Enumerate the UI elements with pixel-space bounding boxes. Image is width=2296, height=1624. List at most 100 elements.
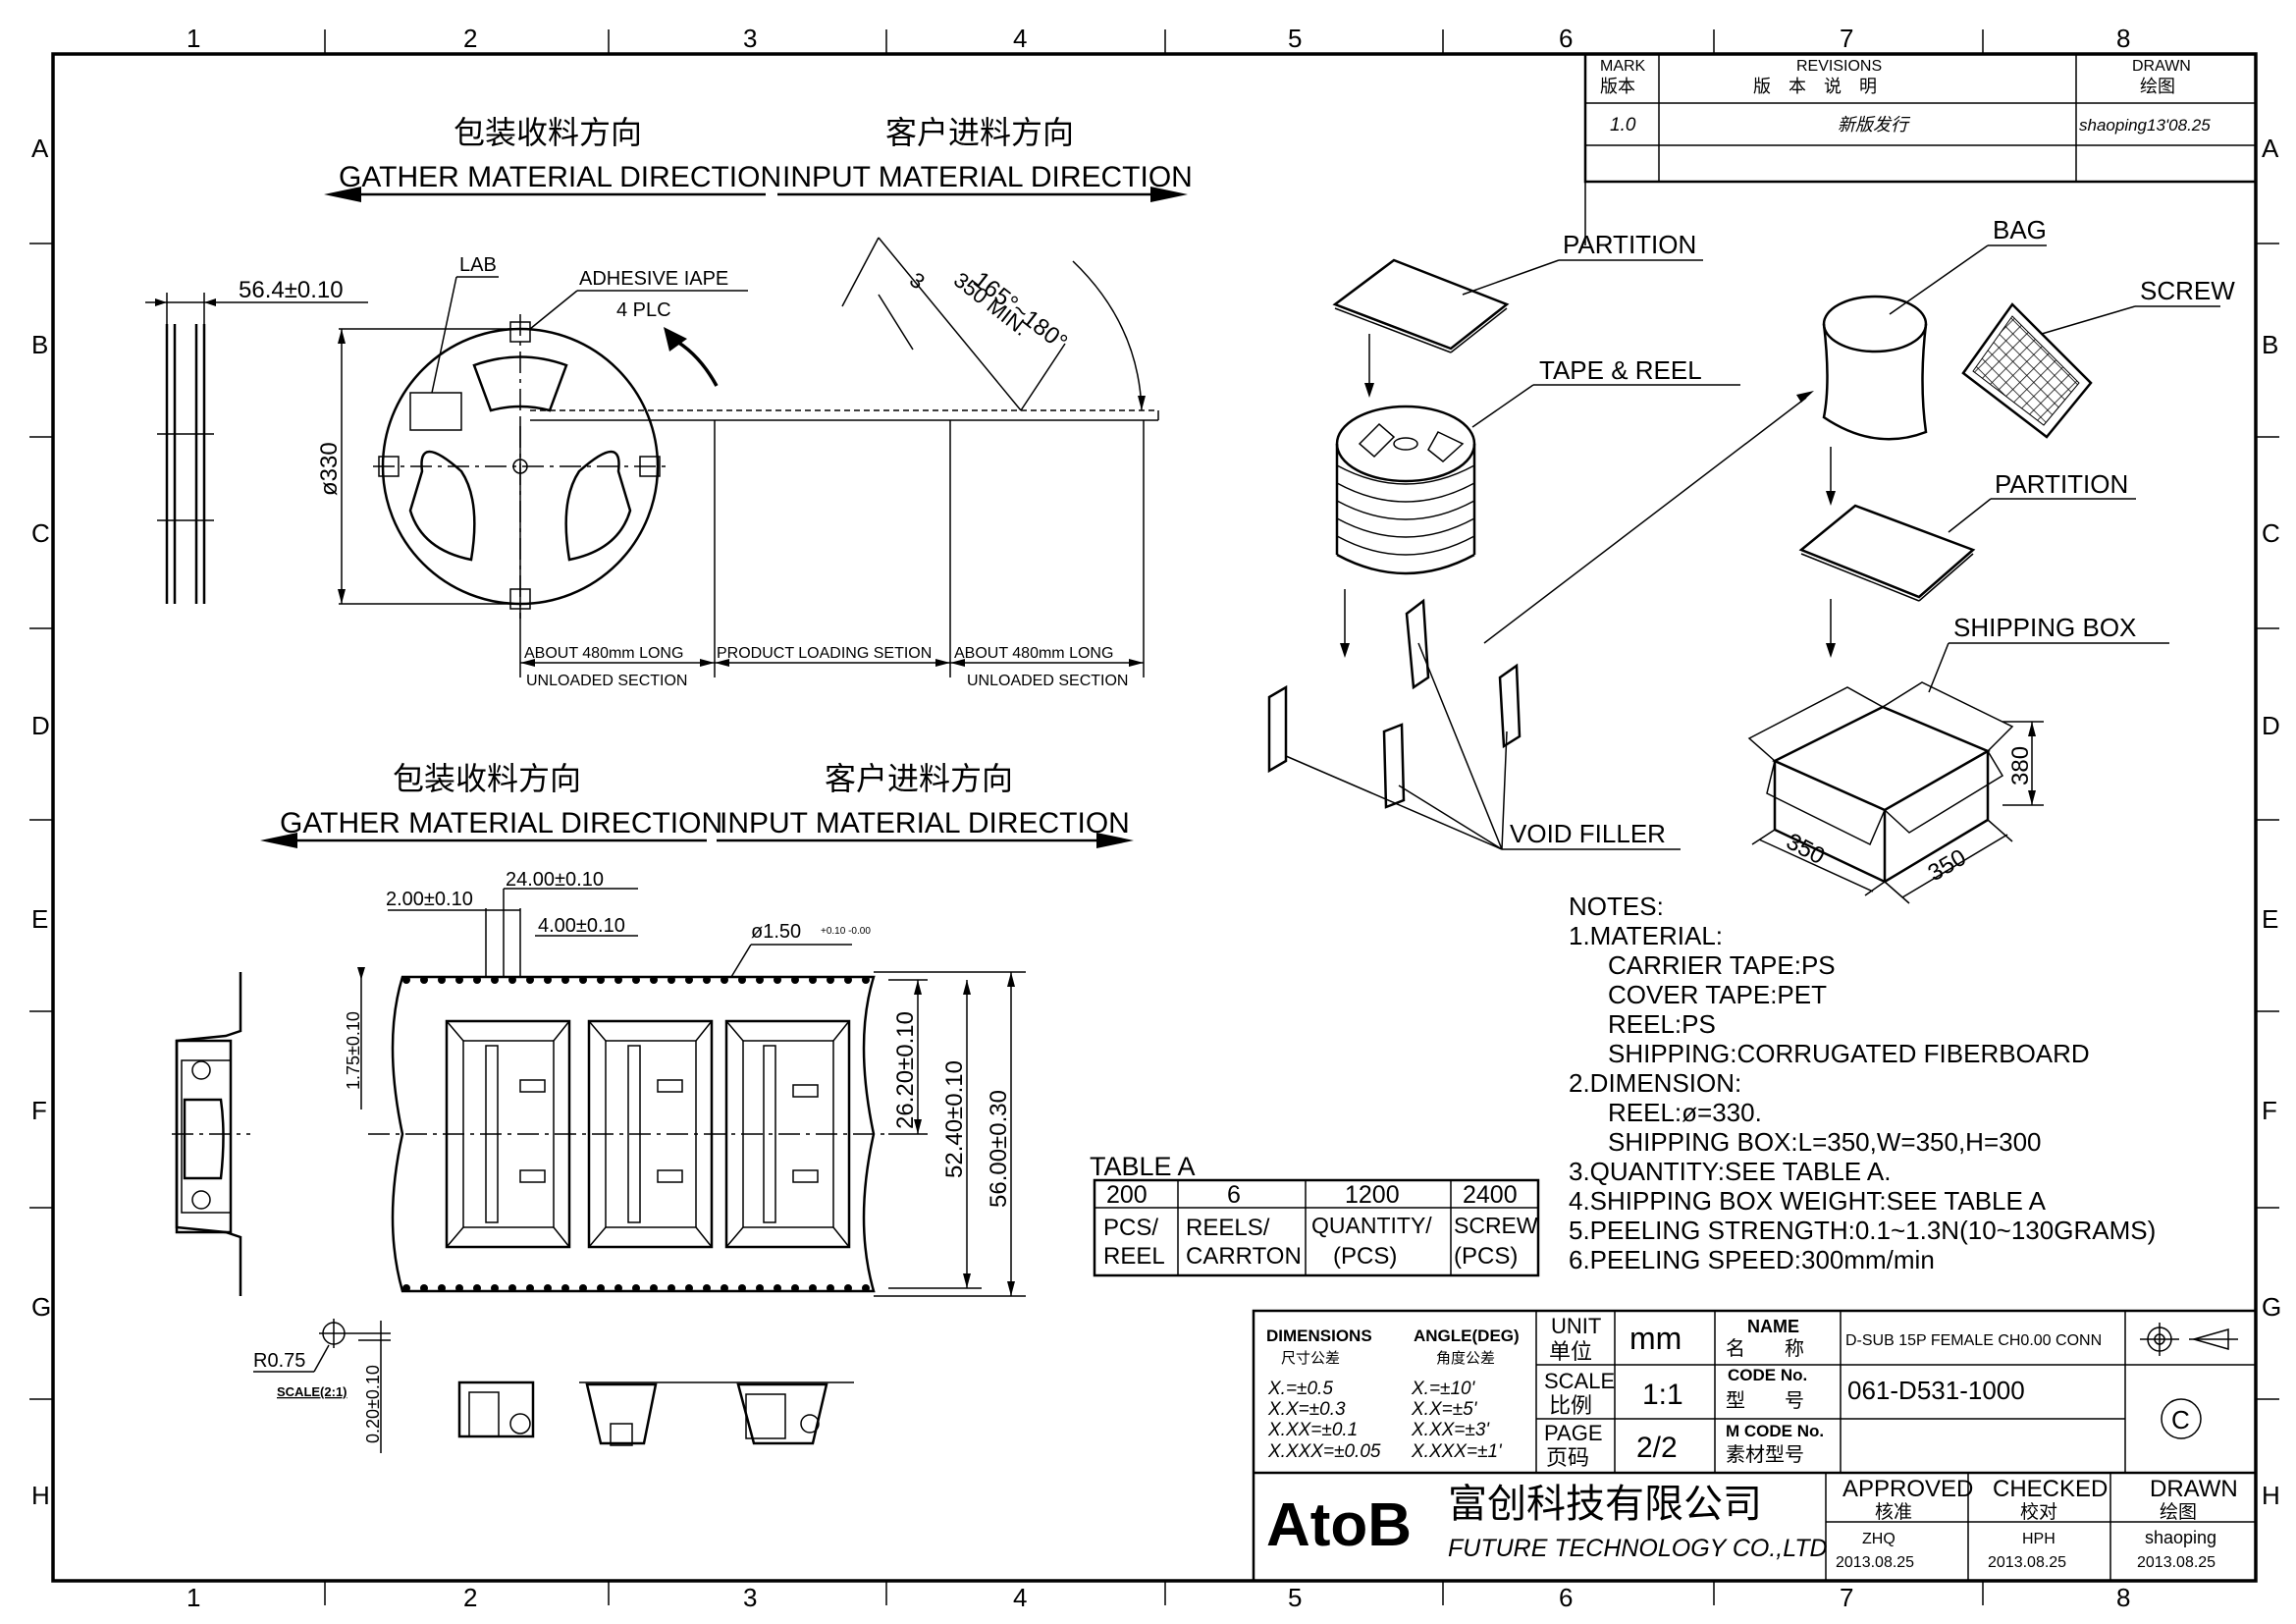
reel-side-view: 56.4±0.10 [145,277,368,604]
tape-tab-icon [509,321,531,343]
col-label: 8 [2116,24,2130,53]
tb-mcode-label: M CODE No. [1726,1422,1824,1440]
label-bag: BAG [1993,215,2047,244]
tb-drawn-label-cn: 绘图 [2160,1501,2197,1523]
label-screw: SCREW [2140,276,2235,305]
carrier-tape-view: 2.00±0.10 24.00±0.10 4.00±0.10 ø1.50 +0.… [172,869,1026,1453]
pocket [445,1019,571,1249]
dim-hole-tol: +0.10 -0.00 [821,926,871,937]
copyright-icon [2161,1398,2202,1439]
tb-scale-label: SCALE [1544,1369,1615,1393]
label-about-480-1: ABOUT 480mm LONG [524,645,683,662]
row-label: D [31,711,50,740]
input-direction-cn-2: 客户进料方向 [825,760,1013,797]
tb-unit-label: UNIT [1551,1314,1601,1338]
tb-tol-ang: X.XXX=±1' [1411,1441,1503,1462]
note-line: REEL:ø=330. [1608,1098,1762,1127]
tb-tol-lin: X.=±0.5 [1267,1379,1333,1399]
label-partition-2: PARTITION [1995,469,2128,499]
tb-scale: 1:1 [1642,1379,1683,1411]
tb-approved-by: ZHQ [1862,1531,1896,1547]
tape-tab-icon [639,456,661,477]
dim-3: 3 [905,267,930,294]
tb-unit: mm [1629,1321,1682,1356]
col-label: 2 [463,1583,477,1612]
row-label: H [2262,1481,2280,1510]
table-a-value: 2400 [1463,1181,1518,1209]
note-line: 6.PEELING SPEED:300mm/min [1569,1245,1935,1274]
col-label: 5 [1288,24,1302,53]
dim-4-00: 4.00±0.10 [538,915,625,937]
col-label: 2 [463,24,477,53]
partition-bottom [1798,504,1976,599]
row-label: B [2262,330,2278,359]
reel-front-view: ø330 LAB ADHESIVE IAPE 4 PLC ABOUT 480mm… [316,237,1159,689]
rev-mark-label-cn: 版本 [1600,77,1635,97]
dim-2-00: 2.00±0.10 [386,889,473,910]
tb-tol-ang: X.X=±5' [1411,1399,1478,1420]
dim-1-75: 1.75±0.10 [344,1011,363,1090]
tb-tol-lin: X.XXX=±0.05 [1267,1441,1381,1462]
tb-name-label-cn: 名 称 [1726,1336,1804,1360]
pocket [587,1019,714,1249]
dim-hole-dia: ø1.50 [751,921,801,943]
title-block: DIMENSIONS 尺寸公差 ANGLE(DEG) 角度公差 X.=±0.5 … [1252,1309,2258,1583]
border-frame [29,29,2279,1605]
dim-52-40: 52.40±0.10 [941,1060,968,1178]
table-a-label: QUANTITY/ [1311,1213,1432,1238]
row-label: F [31,1096,47,1125]
col-label: 3 [743,1583,757,1612]
tb-checked-label-cn: 校对 [2020,1501,2057,1523]
label-partition-1: PARTITION [1563,230,1696,259]
col-label: 4 [1013,24,1027,53]
label-tape-reel: TAPE & REEL [1539,355,1702,385]
row-label: E [2262,904,2278,934]
note-line: 1.MATERIAL: [1569,921,1723,950]
note-line: REEL:PS [1608,1009,1716,1039]
tb-checked-date: 2013.08.25 [1988,1554,2066,1571]
table-a: TABLE A 200 6 1200 2400 PCS/ REEL REELS/… [1090,1152,1540,1277]
notes-title: NOTES: [1569,892,1664,921]
col-label: 7 [1840,1583,1853,1612]
col-label: 1 [187,1583,200,1612]
top-direction-header: 包装收料方向 GATHER MATERIAL DIRECTION 客户进料方向 … [324,114,1193,202]
table-a-value: 6 [1227,1181,1241,1209]
tb-tol-lin: X.XX=±0.1 [1267,1420,1358,1440]
gather-direction-cn-2: 包装收料方向 [393,760,581,797]
input-direction-cn: 客户进料方向 [885,114,1074,151]
tb-checked-label: CHECKED [1993,1476,2108,1502]
tb-scale-label-cn: 比例 [1549,1394,1592,1419]
pocket [724,1019,851,1249]
label-box [409,392,462,431]
gather-direction-cn: 包装收料方向 [454,114,642,151]
tb-angle-label: ANGLE(DEG) [1414,1326,1520,1345]
projection-symbol-icon [2140,1323,2238,1356]
label-product-loading: PRODUCT LOADING SETION [717,645,932,662]
col-label: 8 [2116,1583,2130,1612]
rev-drawn-label: DRAWN [2132,58,2191,75]
note-line: SHIPPING BOX:L=350,W=350,H=300 [1608,1127,2042,1157]
tape-direction-header: 包装收料方向 GATHER MATERIAL DIRECTION 客户进料方向 … [260,760,1134,848]
column-labels: 1 2 3 4 5 6 7 8 1 2 3 4 5 6 7 8 [187,24,2130,1612]
col-label: 5 [1288,1583,1302,1612]
tb-approved-label: APPROVED [1842,1476,1973,1502]
row-label: C [31,518,50,548]
row-label: A [2262,134,2279,163]
rev-drawn-label-cn: 绘图 [2140,77,2175,97]
rev-mark-value: 1.0 [1610,115,1636,135]
col-label: 7 [1840,24,1853,53]
tb-page: 2/2 [1636,1432,1678,1464]
label-adhesive-tape: ADHESIVE IAPE [579,268,728,290]
tb-approved-label-cn: 核准 [1875,1501,1912,1523]
table-a-label: CARRTON [1186,1243,1302,1270]
tb-tol-ang: X.XX=±3' [1411,1420,1490,1440]
rotation-arrow-icon [664,327,687,352]
label-void-filler: VOID FILLER [1510,819,1666,848]
table-a-label: (PCS) [1333,1243,1397,1270]
notes: NOTES: 1.MATERIAL: CARRIER TAPE:PS COVER… [1569,892,2156,1274]
table-a-value: 1200 [1345,1181,1400,1209]
row-label: G [2262,1292,2281,1322]
tb-mcode-label-cn: 素材型号 [1726,1442,1804,1466]
tb-name: D-SUB 15P FEMALE CH0.00 CONN [1845,1332,2102,1349]
